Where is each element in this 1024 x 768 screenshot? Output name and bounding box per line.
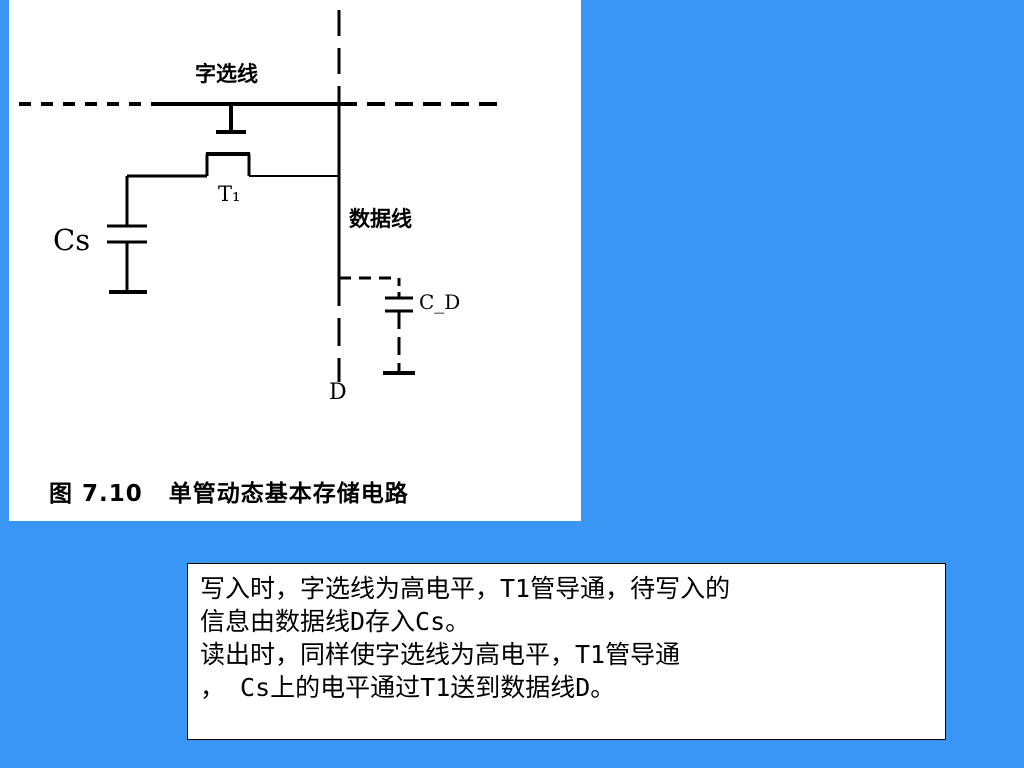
caption-number: 图 7.10 bbox=[49, 481, 143, 507]
explanation-line: 写入时，字选线为高电平，T1管导通，待写入的 bbox=[200, 574, 731, 603]
explanation-line: ， Cs上的电平通过T1送到数据线D。 bbox=[200, 673, 616, 702]
caption-title: 单管动态基本存储电路 bbox=[168, 481, 409, 507]
data-line-label: 数据线 bbox=[349, 207, 412, 231]
cd-label: C_D bbox=[419, 290, 461, 314]
cs-label: Cs bbox=[53, 223, 91, 257]
d-label: D bbox=[329, 380, 347, 405]
explanation-line: 读出时，同样使字选线为高电平，T1管导通 bbox=[200, 640, 681, 669]
t1-label: T₁ bbox=[218, 182, 241, 206]
word-line-label: 字选线 bbox=[195, 62, 258, 86]
circuit-diagram bbox=[19, 10, 504, 382]
explanation-box: 写入时，字选线为高电平，T1管导通，待写入的 信息由数据线D存入Cs。 读出时，… bbox=[187, 563, 946, 740]
circuit-figure: 字选线 数据线 Cs T₁ C_D D 图 7.10 单管动态基本存储电路 bbox=[9, 0, 581, 521]
explanation-line: 信息由数据线D存入Cs。 bbox=[200, 607, 471, 636]
figure-caption: 图 7.10 单管动态基本存储电路 bbox=[49, 474, 409, 508]
